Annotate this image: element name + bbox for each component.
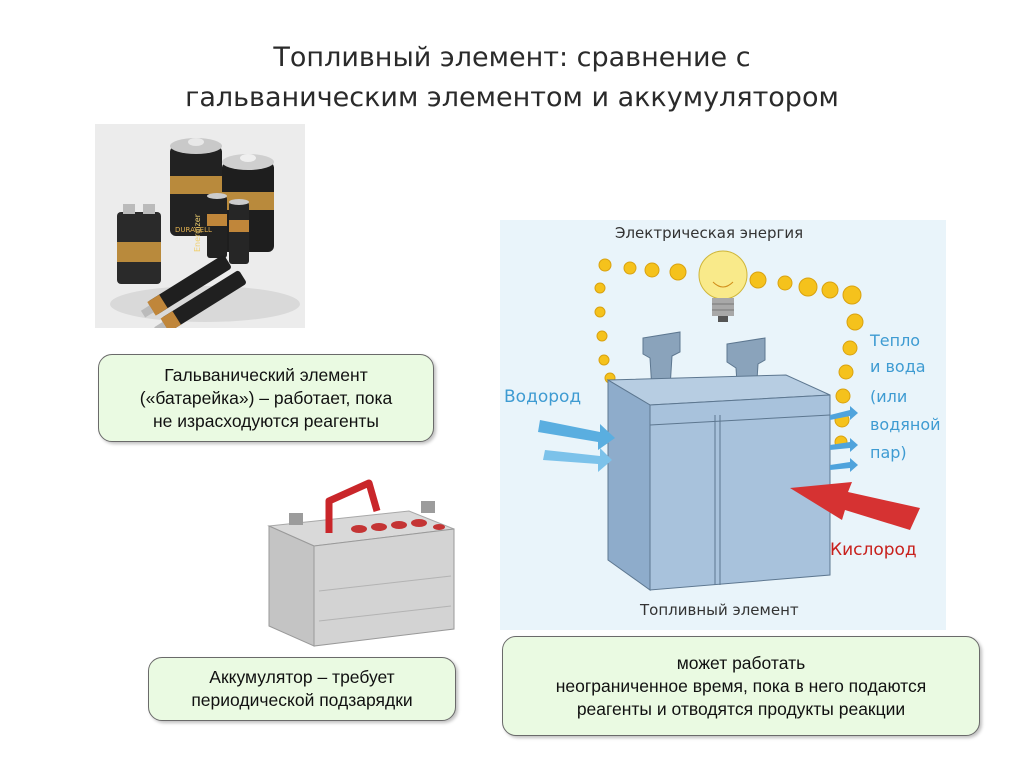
galvanic-cell-callout: Гальванический элемент («батарейка») – р…: [98, 354, 434, 442]
galvanic-line-3: не израсходуются реагенты: [153, 410, 379, 433]
batteries-photo: Energizer DURACELL: [95, 124, 305, 328]
fuel-cell-caption: Топливный элемент: [639, 601, 799, 619]
accumulator-line-2: периодической подзарядки: [191, 689, 412, 712]
title-line-1: Топливный элемент: сравнение с: [0, 38, 1024, 78]
fuel-cell-line-2: неограниченное время, пока в него подают…: [556, 675, 926, 698]
slide-title: Топливный элемент: сравнение с гальванич…: [0, 38, 1024, 118]
fuel-cell-diagram: Электрическая энергия Водород Тепло и во…: [500, 220, 946, 630]
hydrogen-label: Водород: [504, 387, 581, 407]
car-battery-illustration: [259, 471, 483, 661]
battery-brand-label-2: DURACELL: [175, 226, 212, 234]
fuel-cell-callout: может работать неограниченное время, пок…: [502, 636, 980, 736]
fuel-cell-diagram-svg: Электрическая энергия Водород Тепло и во…: [500, 220, 946, 630]
heat-water-line-5: пар): [870, 443, 907, 462]
heat-water-line-4: водяной: [870, 415, 941, 434]
electric-energy-label: Электрическая энергия: [615, 224, 803, 242]
fuel-cell-line-3: реагенты и отводятся продукты реакции: [577, 698, 905, 721]
heat-water-line-1: Тепло: [869, 331, 920, 350]
title-line-2: гальваническим элементом и аккумулятором: [0, 78, 1024, 118]
heat-water-line-2: и вода: [870, 357, 926, 376]
batteries-illustration: Energizer DURACELL: [95, 124, 305, 328]
fuel-cell-line-1: может работать: [677, 652, 805, 675]
galvanic-line-1: Гальванический элемент: [164, 364, 367, 387]
oxygen-label: Кислород: [830, 540, 917, 560]
accumulator-callout: Аккумулятор – требует периодической подз…: [148, 657, 456, 721]
fuel-cell-body: [608, 375, 830, 590]
accumulator-line-1: Аккумулятор – требует: [209, 666, 394, 689]
car-battery-photo: [259, 471, 483, 661]
galvanic-line-2: («батарейка») – работает, пока: [140, 387, 392, 410]
heat-water-line-3: (или: [870, 387, 907, 406]
